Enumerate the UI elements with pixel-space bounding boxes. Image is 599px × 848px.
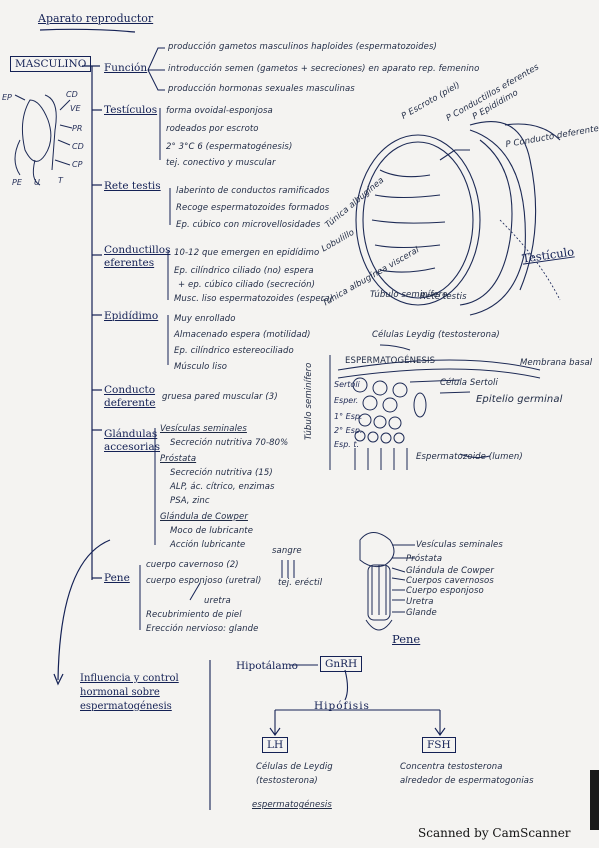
espermato-row: Esper.: [334, 396, 359, 405]
testiculos-item: tej. conectivo y muscular: [166, 158, 276, 168]
espermato-row: Esp. t.: [334, 440, 360, 449]
deferente-item: gruesa pared muscular (3): [162, 392, 278, 402]
pene-diagram-label: Cuerpo esponjoso: [406, 586, 484, 596]
prostata-item: Secreción nutritiva (15): [170, 468, 273, 478]
masculino-box: MASCULINO: [10, 56, 92, 72]
pene-tej-erectil: tej. eréctil: [278, 578, 323, 588]
testiculo-sketch: [355, 121, 561, 316]
celulas-leydig: Células Leydig (testosterona): [372, 330, 500, 340]
cowper-item: Acción lubricante: [170, 540, 246, 550]
scanned-watermark: Scanned by CamScanner: [418, 826, 571, 840]
testiculo-label: Túbulo seminífero: [370, 290, 448, 300]
conductillos-item: Ep. cilíndrico ciliado (no) espera: [174, 266, 314, 276]
epididimo-item: Almacenado espera (motilidad): [174, 330, 311, 340]
conductillos-item: 10-12 que emergen en epidídimo: [174, 248, 320, 258]
pene-diagram-label: Próstata: [406, 554, 443, 564]
pene-sketch: [359, 532, 415, 631]
pene-item: uretra: [204, 596, 231, 606]
testiculos-item: 2° 3°C 6 (espermatogénesis): [166, 142, 293, 152]
fsh-target: alrededor de espermatogonias: [400, 776, 534, 786]
rete-item: Recoge espermatozoides formados: [176, 203, 330, 213]
prostata-item: ALP, ác. cítrico, enzimas: [170, 482, 275, 492]
lh-target: espermatogénesis: [252, 800, 332, 810]
funcion-label: Función: [104, 62, 148, 74]
funcion-item: introducción semen (gametos + secrecione…: [168, 64, 480, 74]
conductillos-label: Conductillos eferentes: [104, 244, 171, 269]
gnrh-box: GnRH: [320, 656, 363, 672]
pene-sangre: sangre: [272, 546, 302, 556]
epididimo-item: Ep. cilíndrico estereociliado: [174, 346, 294, 356]
pene-item: Recubrimiento de piel: [146, 610, 242, 620]
pene-diagram-label: Uretra: [406, 597, 434, 607]
espermato-row: 2° Esp.: [334, 426, 363, 435]
lh-box: LH: [262, 737, 289, 753]
vesiculas-label: Vesículas seminales: [160, 424, 247, 434]
espermato-sertoli: Célula Sertoli: [440, 378, 498, 388]
prostata-item: PSA, zinc: [170, 496, 210, 506]
rete-item: laberinto de conductos ramificados: [176, 186, 330, 196]
conductillos-item: Musc. liso espermatozoides (espera): [174, 294, 333, 304]
label-ep: EP: [2, 93, 12, 102]
espermato-epitelio: Epitelio germinal: [476, 394, 563, 405]
label-t: T: [58, 176, 63, 185]
hormonal-lines: [209, 660, 446, 810]
pene-diagram-label: Glande: [406, 608, 437, 618]
small-anatomy-sketch: [14, 94, 73, 186]
epididimo-item: Músculo liso: [174, 362, 228, 372]
hipofisis-label: Hipófisis: [314, 700, 370, 712]
cowper-item: Moco de lubricante: [170, 526, 254, 536]
testiculos-item: rodeados por escroto: [166, 124, 259, 134]
espermato-side: Túbulo seminífero: [304, 362, 314, 440]
pene-item: cuerpo cavernoso (2): [146, 560, 239, 570]
label-cp: CP: [72, 160, 83, 169]
pene-label: Pene: [104, 572, 130, 584]
pene-diagram-label: Glándula de Cowper: [406, 566, 494, 576]
influencia-label: Influencia y control hormonal sobre espe…: [80, 673, 179, 712]
glandulas-label: Glándulas accesorias: [104, 428, 160, 453]
espermato-membrana: Membrana basal: [520, 358, 593, 368]
espermato-title: ESPERMATOGÉNESIS: [345, 356, 436, 366]
label-pr: PR: [72, 124, 83, 133]
label-u: U: [34, 178, 40, 187]
label-ve: VE: [70, 104, 81, 113]
hipotalamo-label: Hipotálamo: [236, 660, 298, 672]
funcion-item: producción gametos masculinos haploides …: [168, 42, 437, 52]
pene-item: Erección nervioso: glande: [146, 624, 259, 634]
vesiculas-item: Secreción nutritiva 70-80%: [170, 438, 289, 448]
deferente-label: Conducto deferente: [104, 384, 156, 409]
espermato-row: 1° Esp.: [334, 412, 363, 421]
epididimo-label: Epidídimo: [104, 310, 159, 322]
rete-label: Rete testis: [104, 180, 161, 192]
espermatogenesis-sketch: [329, 344, 541, 470]
lh-target: (testosterona): [256, 776, 318, 786]
cowper-label: Glándula de Cowper: [160, 512, 248, 522]
prostata-label: Próstata: [160, 454, 197, 464]
funcion-item: producción hormonas sexuales masculinas: [168, 84, 355, 94]
pene-item: cuerpo esponjoso (uretral): [146, 576, 262, 586]
epididimo-item: Muy enrollado: [174, 314, 236, 324]
fsh-target: Concentra testosterona: [400, 762, 503, 772]
label-pe: PE: [12, 178, 22, 187]
fsh-box: FSH: [422, 737, 456, 753]
page-title: Aparato reproductor: [38, 12, 154, 25]
pene-diagram-title: Pene: [392, 632, 421, 646]
label-cd2: CD: [72, 142, 84, 151]
testiculos-label: Testículos: [104, 104, 158, 116]
rete-item: Ep. cúbico con microvellosidades: [176, 220, 321, 230]
label-cd: CD: [66, 90, 78, 99]
lh-target: Células de Leydig: [256, 762, 333, 772]
espermato-row: Sertoli: [334, 380, 360, 389]
testiculo-label: Rete testis: [420, 292, 467, 302]
conductillos-item: + ep. cúbico ciliado (secreción): [178, 280, 316, 290]
pene-diagram-label: Vesículas seminales: [416, 540, 503, 550]
testiculos-item: forma ovoidal-esponjosa: [166, 106, 273, 116]
pene-diagram-label: Cuerpos cavernosos: [406, 576, 494, 586]
espermatozoide-label: Espermatozoide (lumen): [416, 452, 523, 462]
